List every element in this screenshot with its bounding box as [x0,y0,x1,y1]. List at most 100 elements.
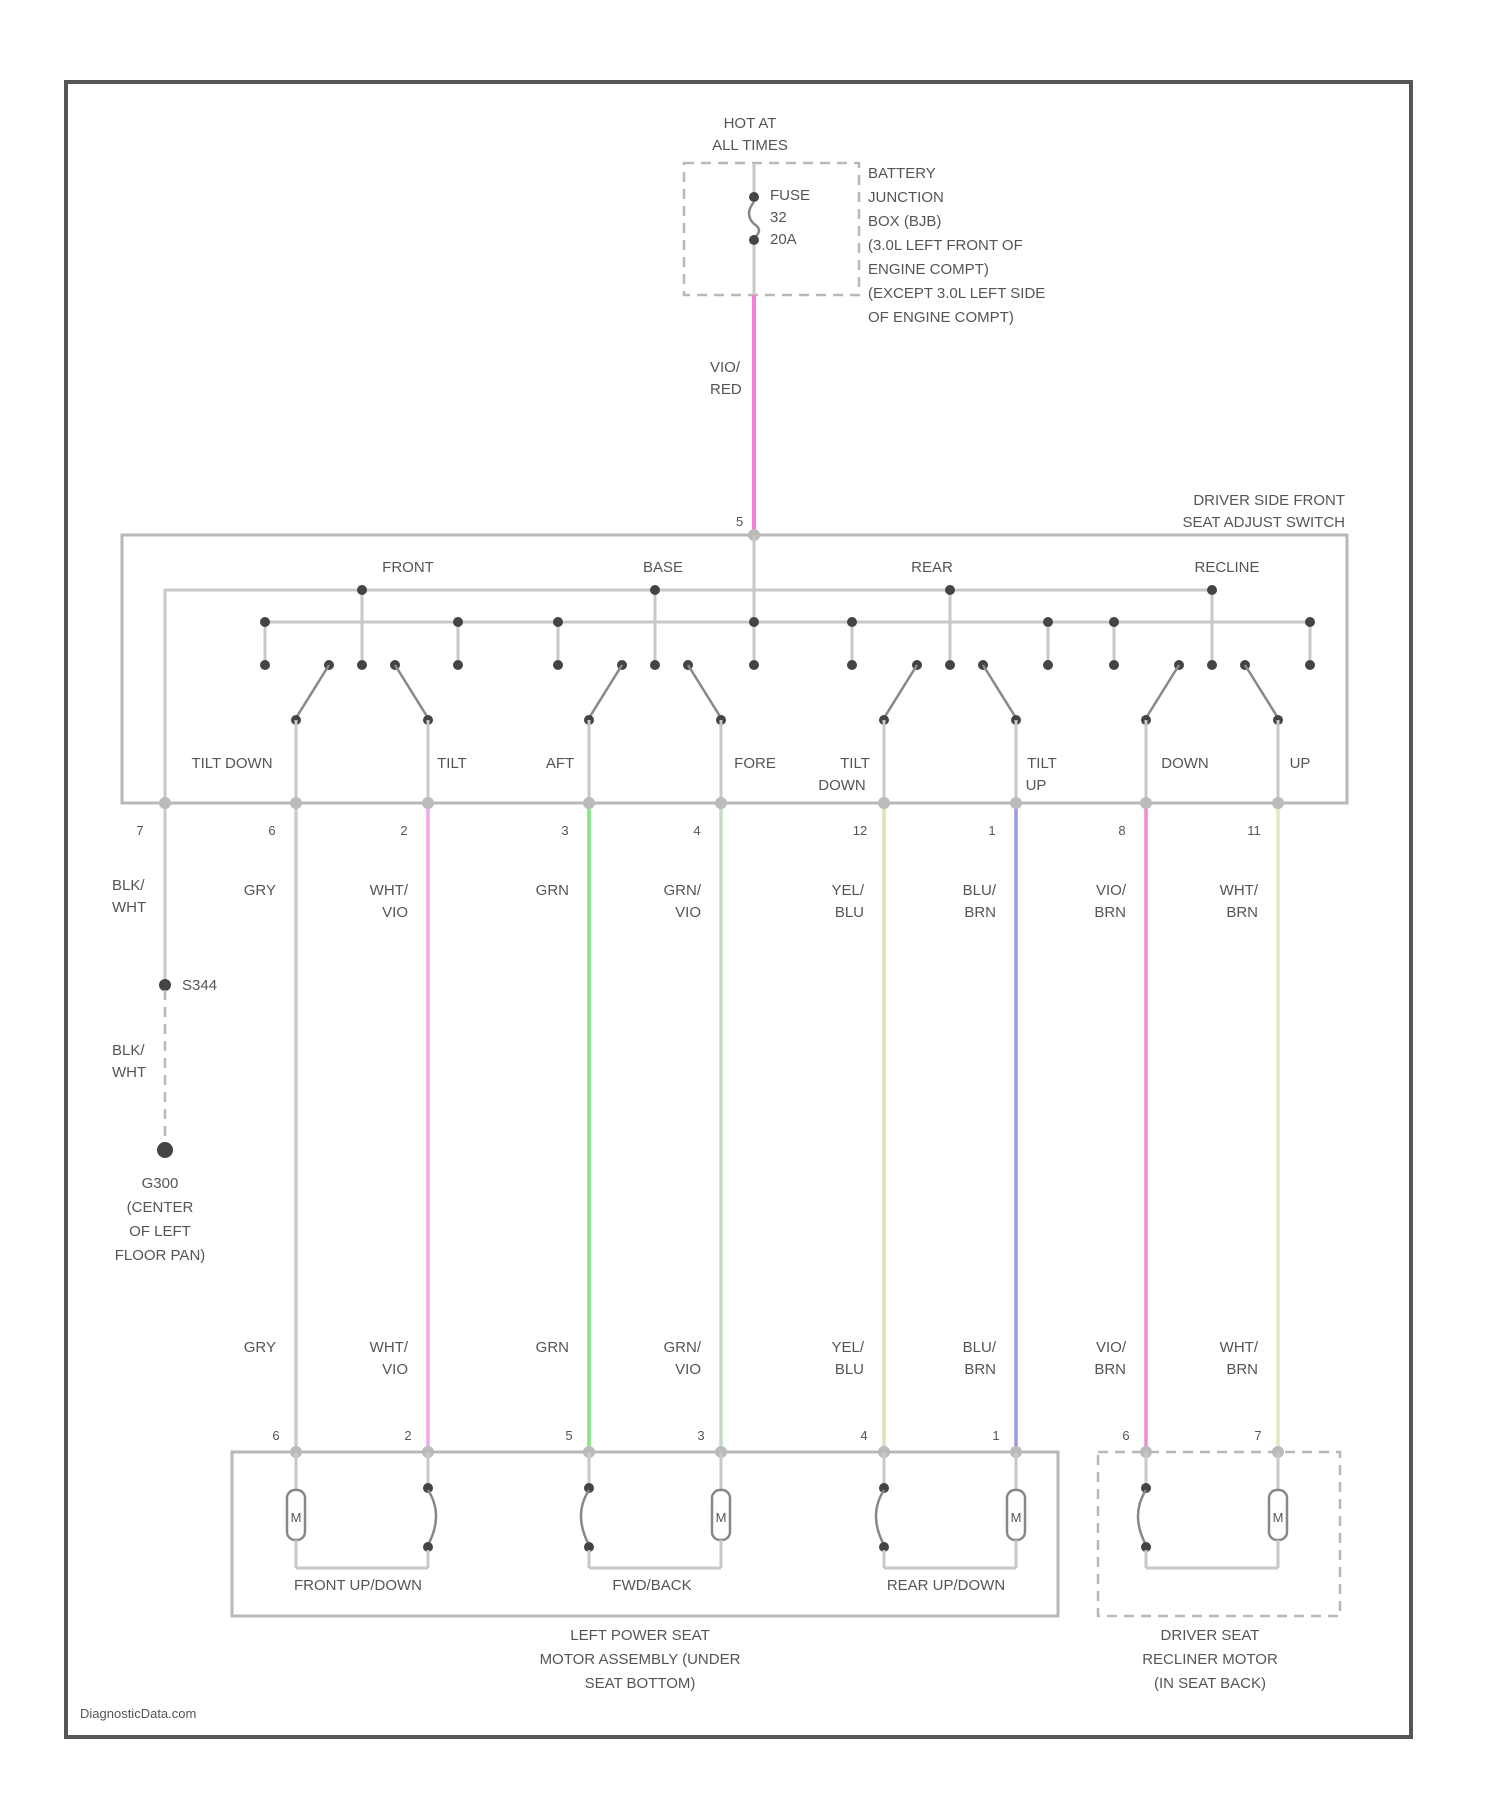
switch-title-2: SEAT ADJUST SWITCH [1182,514,1345,531]
bjb-label: BATTERYJUNCTIONBOX (BJB)(3.0L LEFT FRONT… [868,165,1045,326]
hot-label-1: HOT AT [724,115,777,132]
wire-color-top-2: BLU [835,904,864,921]
motor-symbol: M [291,1510,302,1525]
fuse-label-2: 32 [770,209,787,226]
motor-pin-label: 6 [1122,1428,1129,1443]
outer-frame [66,82,1411,1737]
motor-pin-label: 5 [565,1428,572,1443]
motor-label-rear: REAR UP/DOWN [887,1577,1005,1594]
feed-bus-junction [260,617,270,627]
fuse-element [749,202,759,238]
switch-pin-label: 12 [853,823,867,838]
bjb-label-line: ENGINE COMPT) [868,261,989,278]
switch-pin-terminal [290,797,302,809]
switch-contact [749,660,759,670]
limit-arm [876,1490,884,1545]
feed-bus-junction [847,617,857,627]
switch-pin-terminal [878,797,890,809]
motor-symbol: M [716,1510,727,1525]
section-recline: RECLINE [1194,559,1259,576]
assembly-label-line: MOTOR ASSEMBLY (UNDER [540,1651,741,1668]
hot-label-2: ALL TIMES [712,137,788,154]
switch-contact [260,660,270,670]
wire-color-top-1: GRN [536,882,569,899]
bjb-label-line: (EXCEPT 3.0L LEFT SIDE [868,285,1045,302]
wire-color-bottom-1: GRN/ [664,1339,702,1356]
wire-color-bottom-1: VIO/ [1096,1339,1127,1356]
switch-pivot [1207,660,1217,670]
ground-bus-junction [357,585,367,595]
fuse-label-1: FUSE [770,187,810,204]
recliner-label-line: RECLINER MOTOR [1142,1651,1278,1668]
feed-bus-junction [1043,617,1053,627]
motor-layer: MMMM [287,1452,1287,1568]
limit-arm [1138,1490,1146,1545]
switch-sections [291,660,1283,803]
switch-pin-label: 2 [400,823,407,838]
feed-bus-junction [1109,617,1119,627]
splice-dot [159,979,171,991]
wire-color-bottom-2: BRN [964,1361,996,1378]
switch-pin-terminal [159,797,171,809]
wire-color-top-2: BRN [964,904,996,921]
switch-blade-left [884,665,917,718]
switch-pin-label: 7 [136,823,143,838]
limit-arm [581,1490,589,1545]
motor-label-front: FRONT UP/DOWN [294,1577,422,1594]
switch-pin-label: 1 [988,823,995,838]
pos-tilt-rear-down: TILT [840,755,870,772]
wire-color-bottom-1: GRN [536,1339,569,1356]
ground-bus-junction [945,585,955,595]
switch-stubs [260,585,1315,670]
ground-point [157,1142,173,1158]
pos-aft: AFT [546,755,574,772]
switch-pivot [650,660,660,670]
limit-arm [428,1490,436,1545]
ground-bus-junction [650,585,660,595]
assembly-label-line: LEFT POWER SEAT [570,1627,709,1644]
bjb-label-line: BOX (BJB) [868,213,941,230]
pos-tilt-rear-up: TILT [1027,755,1057,772]
switch-pivot [945,660,955,670]
motor-pin-label: 7 [1254,1428,1261,1443]
bjb-label-line: (3.0L LEFT FRONT OF [868,237,1023,254]
ground-bus-junction [1207,585,1217,595]
ground-wire-top-1: BLK/ [112,877,145,894]
switch-pin-terminal [422,797,434,809]
switch-pin-terminal [715,797,727,809]
wire-color-top-1: WHT/ [370,882,409,899]
pos-up-recline: UP [1290,755,1311,772]
ground-label-line: (CENTER [127,1199,194,1216]
bjb-label-line: BATTERY [868,165,936,182]
motor-pin-label: 4 [860,1428,867,1443]
feed-bus-junction [1305,617,1315,627]
motor-pin-label: 1 [992,1428,999,1443]
feed-bus-junction [749,617,759,627]
feed-bus-junction [453,617,463,627]
wire-color-top-2: BRN [1226,904,1258,921]
ground-wire-bot-1: BLK/ [112,1042,145,1059]
wire-color-bottom-2: BLU [835,1361,864,1378]
switch-blade-right [395,665,428,718]
footer-watermark: DiagnosticData.com [80,1706,196,1721]
switch-pin-label: 4 [693,823,700,838]
motor-pin-label: 2 [404,1428,411,1443]
wire-color-bottom-1: WHT/ [370,1339,409,1356]
wire-color-top-1: GRN/ [664,882,702,899]
motor-pin-label: 6 [272,1428,279,1443]
wire-color-top-2: VIO [382,904,408,921]
motor-symbol: M [1011,1510,1022,1525]
switch-title-1: DRIVER SIDE FRONT [1193,492,1345,509]
wire-color-top-1: BLU/ [963,882,997,899]
recliner-label-line: DRIVER SEAT [1161,1627,1260,1644]
pos-down-rear: DOWN [818,777,866,794]
section-front: FRONT [382,559,434,576]
wire-color-top-1: WHT/ [1220,882,1259,899]
fuse-terminal-top [749,192,759,202]
switch-pin-label: 6 [268,823,275,838]
motor-symbol: M [1273,1510,1284,1525]
fuse-label-3: 20A [770,231,797,248]
pos-down-recline: DOWN [1161,755,1209,772]
